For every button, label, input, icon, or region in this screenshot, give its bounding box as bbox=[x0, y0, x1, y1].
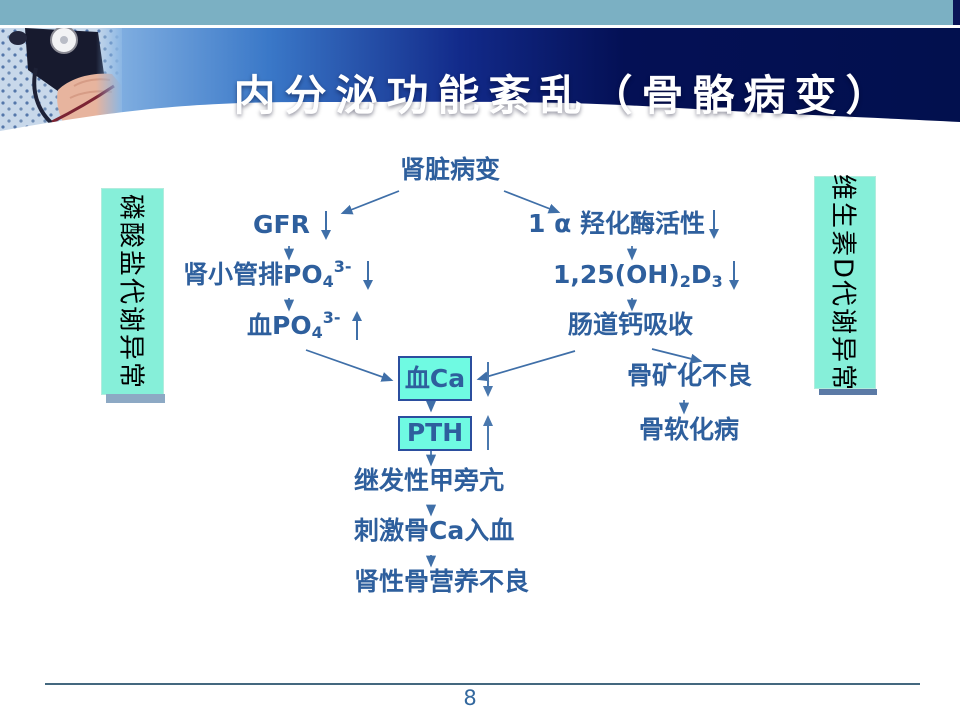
slide-title: 内分泌功能紊乱（骨骼病变） bbox=[233, 71, 897, 120]
trend-up-icon bbox=[351, 311, 362, 340]
blood-ca-box: 血Ca bbox=[398, 356, 472, 401]
trend-down-icon bbox=[728, 261, 739, 290]
node-pth: PTH bbox=[398, 413, 495, 453]
footer-divider bbox=[45, 683, 920, 685]
node-secondary-hpt: 继发性甲旁亢 bbox=[354, 466, 505, 495]
trend-down-icon bbox=[320, 211, 331, 240]
side-label-vitamin-d: 维生素D代谢异常 bbox=[814, 173, 877, 395]
node-blood-ca: 血Ca bbox=[398, 356, 495, 401]
page-number: 8 bbox=[463, 686, 477, 710]
medical-photo bbox=[0, 28, 122, 134]
trend-down-icon bbox=[483, 361, 493, 397]
trend-up-icon bbox=[483, 415, 493, 450]
flow-arrow bbox=[305, 349, 394, 382]
node-osteomalacia: 骨软化病 bbox=[639, 415, 740, 444]
header-strip-corner bbox=[953, 0, 960, 25]
flow-arrow bbox=[340, 190, 400, 215]
side-label-phosphate: 磷酸盐代谢异常 bbox=[101, 188, 165, 403]
header-swoosh bbox=[0, 101, 960, 140]
node-mineralization: 骨矿化不良 bbox=[627, 361, 753, 390]
pth-box: PTH bbox=[398, 415, 472, 451]
node-gfr: GFR bbox=[253, 209, 333, 241]
node-bone-ca-release: 刺激骨Ca入血 bbox=[354, 516, 515, 545]
trend-down-icon bbox=[708, 210, 719, 239]
trend-down-icon bbox=[362, 261, 373, 290]
header-top-strip bbox=[0, 0, 960, 25]
node-intestinal-ca: 肠道钙吸收 bbox=[568, 310, 694, 339]
header-background bbox=[0, 28, 960, 140]
node-renal-osteodystrophy: 肾性骨营养不良 bbox=[354, 567, 530, 596]
slide-header bbox=[0, 28, 960, 140]
node-hydroxylase: 1 α 羟化酶活性 bbox=[528, 208, 721, 240]
node-kidney-disease: 肾脏病变 bbox=[399, 155, 501, 184]
flow-arrow bbox=[651, 348, 703, 364]
